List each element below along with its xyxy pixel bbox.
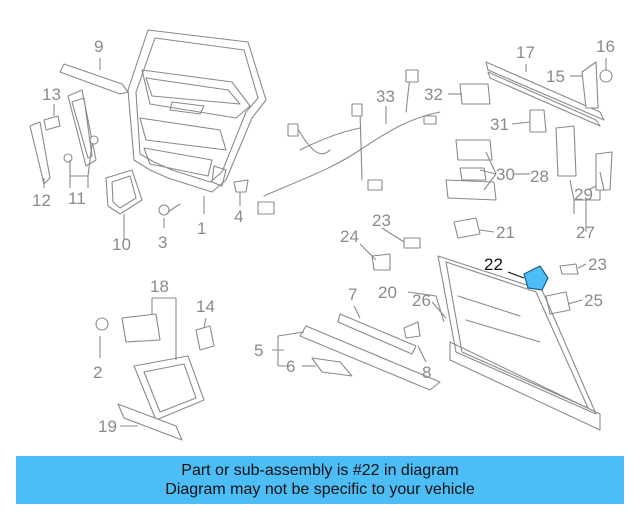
cap: [403, 237, 421, 249]
cover: [195, 325, 215, 351]
callout-10: 10: [112, 235, 131, 254]
callout-27: 27: [576, 223, 595, 242]
guide: [311, 357, 353, 377]
callout-labels: 1 2 3 4 5 6 7 8 9 10 11 12 13 14 15 16 1…: [32, 37, 615, 436]
callout-26: 26: [412, 291, 431, 310]
bolt: [158, 203, 181, 216]
speaker-grille: [105, 169, 143, 215]
highlighted-part-22[interactable]: [523, 265, 549, 291]
callout-7: 7: [348, 285, 357, 304]
callout-20: 20: [378, 283, 397, 302]
door-trim-panel: [127, 29, 267, 193]
callout-8: 8: [422, 363, 431, 382]
callout-23-right: 23: [588, 255, 607, 274]
clip-parts: [63, 135, 99, 163]
callout-25: 25: [584, 291, 603, 310]
callout-12: 12: [32, 191, 51, 210]
callout-1: 1: [197, 219, 206, 238]
callout-24: 24: [340, 227, 359, 246]
plug: [95, 317, 109, 331]
trim-piece: [581, 61, 599, 109]
cap-right: [559, 263, 579, 275]
callout-15: 15: [546, 67, 565, 86]
clip: [233, 179, 249, 193]
banner-line-2: Diagram may not be specific to your vehi…: [165, 481, 475, 498]
callout-31: 31: [490, 115, 509, 134]
callout-21: 21: [496, 223, 515, 242]
hinge-bracket: [545, 291, 571, 315]
callout-13: 13: [42, 85, 61, 104]
callout-33: 33: [376, 87, 395, 106]
grommet: [599, 69, 613, 83]
callout-17: 17: [516, 43, 535, 62]
callout-19: 19: [98, 417, 117, 436]
switch: [459, 83, 491, 105]
switch-cover: [529, 109, 547, 133]
callout-16: 16: [596, 37, 615, 56]
callout-28: 28: [530, 167, 549, 186]
callout-11: 11: [68, 189, 86, 208]
reflector: [117, 403, 183, 441]
callout-14: 14: [196, 297, 215, 316]
pillar-trim: [29, 89, 97, 185]
callout-6: 6: [286, 357, 295, 376]
callout-2: 2: [93, 363, 102, 382]
callout-9: 9: [94, 37, 103, 56]
info-banner: Part or sub-assembly is #22 in diagram D…: [16, 456, 624, 504]
handle-assembly: [121, 313, 205, 421]
clip-small: [403, 321, 421, 339]
callout-22: 22: [484, 255, 503, 274]
sunshade-assembly: [437, 255, 601, 431]
handle-bezel: [453, 217, 481, 239]
callout-32: 32: [424, 85, 443, 104]
callout-18: 18: [150, 277, 169, 296]
wiring-harness: [257, 69, 441, 215]
bracket: [371, 253, 391, 271]
banner-line-1: Part or sub-assembly is #22 in diagram: [181, 462, 459, 479]
callout-5: 5: [254, 341, 263, 360]
callout-23: 23: [372, 211, 391, 230]
callout-29: 29: [574, 185, 593, 204]
trim-strip: [59, 63, 129, 95]
callout-3: 3: [158, 233, 167, 252]
leader-lines: [43, 58, 607, 427]
window-channel: [485, 61, 605, 121]
callout-4: 4: [234, 207, 243, 226]
callout-30: 30: [496, 165, 515, 184]
lock-assembly: [445, 125, 613, 201]
